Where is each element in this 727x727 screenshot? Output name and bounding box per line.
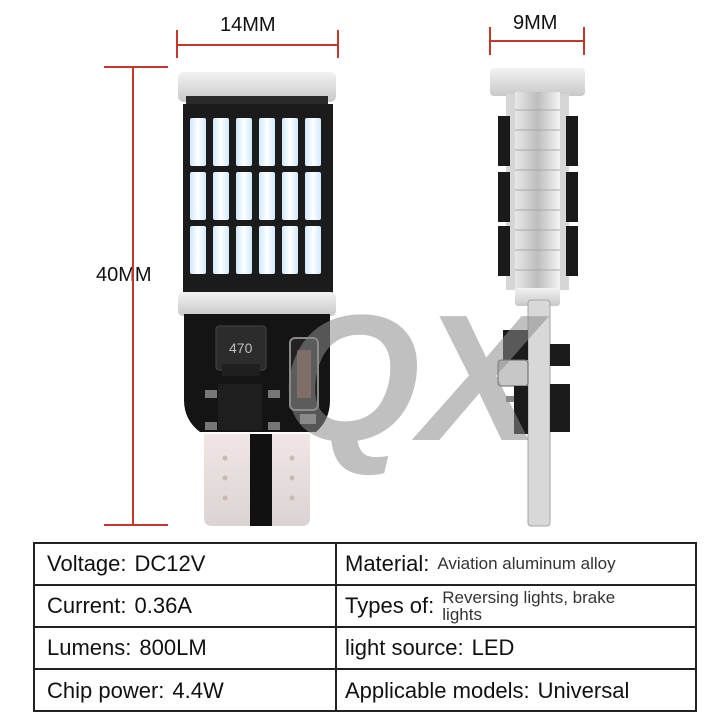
watermark-text: QX	[280, 278, 550, 479]
spec-cell-left: Current: 0.36A	[47, 586, 332, 626]
side-led-strip-1	[498, 116, 510, 166]
spec-value: DC12V	[134, 551, 206, 576]
front-base-center-strip	[250, 434, 272, 526]
spec-cell-left: Lumens: 800LM	[47, 628, 332, 668]
spec-cell-left: Chip power: 4.4W	[47, 670, 332, 712]
side-led-strip-4	[566, 116, 578, 166]
chip-label: 470	[229, 340, 253, 356]
depth-tick-right	[583, 27, 585, 55]
product-illustration: QX	[178, 68, 585, 527]
spec-key: Lumens:	[47, 635, 132, 660]
side-fins	[515, 109, 560, 271]
depth-label: 9MM	[513, 12, 558, 34]
side-led-strip-5	[566, 172, 578, 222]
front-middle-collar	[178, 292, 336, 316]
side-led-strip-3	[498, 226, 510, 276]
spec-row-chip-power: Chip power: 4.4W Applicable models: Univ…	[35, 670, 695, 712]
spec-cell-right: Types of: Reversing lights, brake lights	[345, 586, 693, 626]
side-led-strip-6	[566, 226, 578, 276]
width-line	[176, 44, 338, 46]
spec-cell-right: light source: LED	[345, 628, 693, 668]
side-component-right	[550, 344, 570, 366]
spec-row-current: Current: 0.36A Types of: Reversing light…	[35, 586, 695, 628]
front-led-array	[190, 118, 321, 274]
width-tick-left	[176, 30, 178, 58]
width-label: 14MM	[220, 14, 276, 36]
side-view-bulb	[490, 68, 585, 527]
side-component-top	[503, 330, 528, 360]
side-top-cap	[490, 68, 585, 96]
front-top-cap	[178, 72, 336, 102]
spec-cell-left: Voltage: DC12V	[47, 544, 332, 584]
height-line	[132, 66, 134, 525]
spec-cell-right: Applicable models: Universal	[345, 670, 693, 712]
spec-table: Voltage: DC12V Material: Aviation alumin…	[33, 542, 697, 712]
height-tick-top	[104, 66, 168, 68]
spec-value: Reversing lights, brake lights	[442, 588, 616, 624]
spec-value: 4.4W	[172, 678, 224, 703]
height-label: 40MM	[96, 264, 152, 286]
side-led-strip-2	[498, 172, 510, 222]
width-tick-right	[337, 30, 339, 58]
side-heatsink-body	[515, 92, 560, 292]
spec-value: Universal	[537, 678, 630, 703]
spec-key: Applicable models:	[345, 678, 530, 703]
depth-tick-left	[489, 27, 491, 55]
spec-key: Voltage:	[47, 551, 127, 576]
spec-key: Current:	[47, 593, 127, 618]
spec-value: LED	[471, 635, 515, 660]
spec-cell-right: Material: Aviation aluminum alloy	[345, 544, 693, 584]
spec-value: Aviation aluminum alloy	[437, 554, 616, 573]
spec-key: light source:	[345, 635, 464, 660]
spec-key: Material:	[345, 551, 430, 576]
spec-value: 800LM	[139, 635, 207, 660]
spec-key: Chip power:	[47, 678, 165, 703]
depth-line	[489, 40, 584, 42]
height-tick-bottom	[104, 524, 168, 526]
spec-row-lumens: Lumens: 800LM light source: LED	[35, 628, 695, 670]
spec-row-voltage: Voltage: DC12V Material: Aviation alumin…	[35, 544, 695, 586]
spec-key: Types of:	[345, 593, 435, 618]
front-view-bulb	[178, 72, 336, 526]
spec-value: 0.36A	[134, 593, 192, 618]
